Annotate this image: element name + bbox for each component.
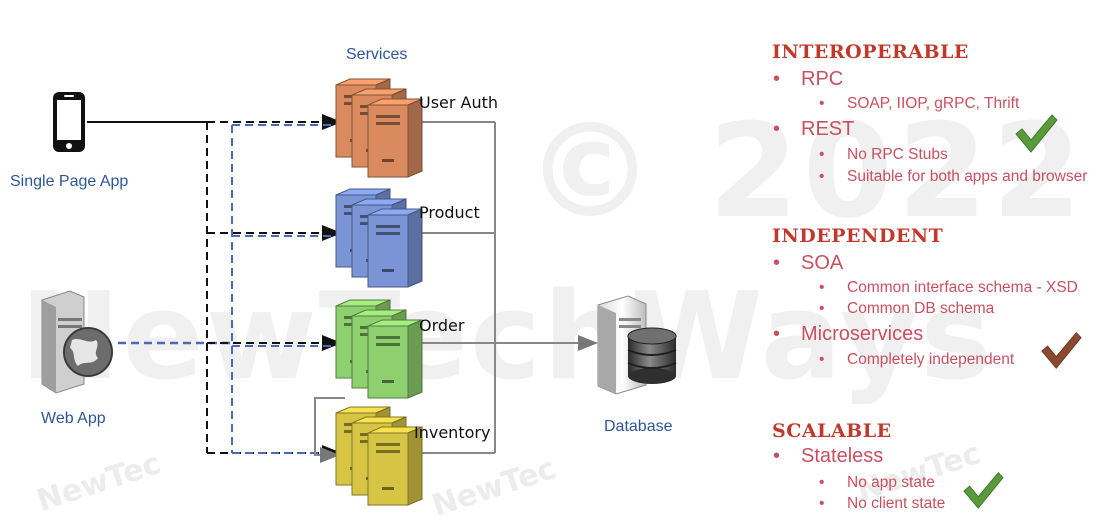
- server-stack-product: [335, 188, 423, 288]
- server-stack-user-auth: [335, 78, 423, 178]
- bullet: •: [819, 495, 825, 512]
- server-stack-inventory: [335, 406, 423, 506]
- mobile-phone-icon: [53, 92, 85, 152]
- subitem-label: Completely independent: [847, 351, 1015, 368]
- item-microservices: • Microservices: [773, 323, 923, 346]
- client-label-web-app: Web App: [41, 410, 106, 427]
- bullet: •: [819, 279, 825, 296]
- database-label: Database: [604, 418, 673, 435]
- service-label-product: Product: [419, 203, 480, 222]
- bullet: •: [819, 168, 825, 185]
- service-label-order: Order: [419, 316, 465, 335]
- bullet: •: [819, 300, 825, 317]
- subitem-xsd: • Common interface schema - XSD: [819, 279, 1078, 297]
- item-label: Microservices: [801, 323, 924, 345]
- subitem-label: No RPC Stubs: [847, 146, 948, 163]
- check-icon: [1015, 114, 1058, 153]
- subitem-no-rpc-stubs: • No RPC Stubs: [819, 146, 948, 164]
- bullet: •: [819, 351, 825, 368]
- server-tower: [367, 98, 423, 178]
- subitem-no-client-state: • No client state: [819, 495, 945, 513]
- section-title-interoperable: Interoperable: [772, 41, 969, 63]
- item-label: Stateless: [801, 445, 884, 467]
- service-stacks: [335, 78, 423, 506]
- bullet: •: [819, 95, 825, 112]
- bullet: •: [773, 252, 781, 274]
- web-server-globe-icon: [41, 290, 113, 394]
- bullet: •: [773, 445, 781, 467]
- subitem-label: SOAP, IIOP, gRPC, Thrift: [847, 95, 1020, 112]
- bullet: •: [773, 118, 781, 140]
- architecture-diagram: [41, 78, 677, 506]
- item-soa: • SOA: [773, 252, 843, 275]
- subitem-no-app-state: • No app state: [819, 474, 935, 492]
- database-server-icon: [597, 295, 677, 395]
- brand-watermark: NewTechWays: [20, 268, 994, 407]
- server-tower: [367, 426, 423, 506]
- server-tower: [367, 319, 423, 399]
- service-label-user-auth: User Auth: [419, 93, 499, 112]
- item-label: RPC: [801, 68, 844, 90]
- client-label-single-page-app: Single Page App: [10, 173, 129, 190]
- services-title: Services: [346, 46, 408, 63]
- subitem-label: Suitable for both apps and browser: [847, 168, 1088, 185]
- service-label-inventory: Inventory: [414, 423, 491, 442]
- bullet: •: [819, 474, 825, 491]
- server-stack-order: [335, 299, 423, 399]
- client-connectors: [87, 114, 342, 461]
- subitem-label: No app state: [847, 474, 935, 491]
- subitem-soap: • SOAP, IIOP, gRPC, Thrift: [819, 95, 1019, 113]
- check-icon: [963, 472, 1004, 509]
- bullet: •: [819, 146, 825, 163]
- section-title-scalable: Scalable: [772, 420, 892, 442]
- subitem-label: Common interface schema - XSD: [847, 279, 1078, 296]
- item-rest: • REST: [773, 118, 854, 141]
- bullet: •: [773, 323, 781, 345]
- database-connectors: [314, 121, 598, 463]
- section-title-independent: Independent: [772, 225, 944, 247]
- subitem-label: No client state: [847, 495, 946, 512]
- subitem-completely-independent: • Completely independent: [819, 351, 1014, 369]
- subitem-label: Common DB schema: [847, 300, 995, 317]
- subitem-db-schema: • Common DB schema: [819, 300, 994, 318]
- bullet: •: [773, 68, 781, 90]
- item-label: SOA: [801, 252, 844, 274]
- item-label: REST: [801, 118, 855, 140]
- check-icon: [1041, 332, 1082, 369]
- item-rpc: • RPC: [773, 68, 843, 91]
- copyright-watermark: © 2022: [525, 95, 1087, 247]
- subitem-suitable: • Suitable for both apps and browser: [819, 168, 1087, 186]
- server-tower: [367, 208, 423, 288]
- item-stateless: • Stateless: [773, 445, 883, 468]
